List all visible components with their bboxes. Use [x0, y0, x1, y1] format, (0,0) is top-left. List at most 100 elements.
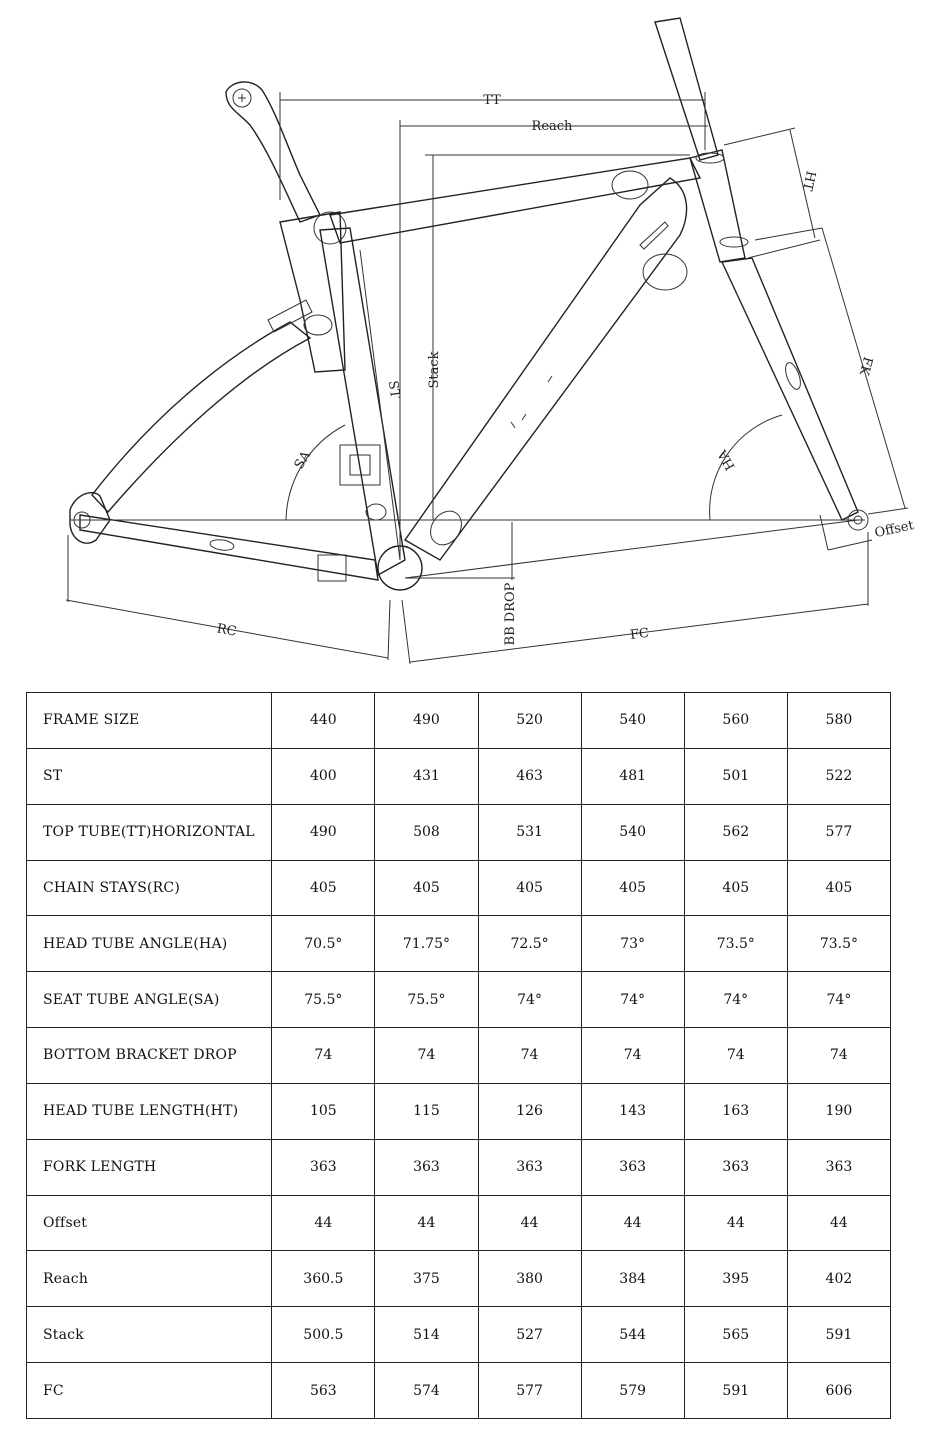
- table-cell: 44: [683, 1194, 788, 1252]
- table-cell: 560: [683, 692, 788, 749]
- table-cell: 74: [683, 1027, 788, 1084]
- chain-stay: [79, 514, 379, 581]
- table-cell: 74°: [580, 971, 685, 1029]
- table-cell: 143: [580, 1082, 685, 1140]
- fork: [720, 257, 859, 521]
- table-cell: 384: [580, 1250, 685, 1308]
- table-cell: 73°: [580, 915, 685, 973]
- table-cell: 514: [374, 1306, 479, 1364]
- table-cell: 490: [271, 803, 376, 861]
- table-cell: 481: [580, 747, 685, 805]
- table-cell: 44: [271, 1194, 376, 1252]
- stem: [654, 17, 719, 161]
- table-cell: 431: [374, 747, 479, 805]
- down-tube: [403, 177, 688, 561]
- table-cell: 463: [477, 747, 582, 805]
- label-ht: HT: [799, 169, 818, 192]
- table-cell: 75.5°: [271, 971, 376, 1029]
- label-bb-drop: BB DROP: [503, 582, 518, 645]
- table-cell: 74°: [786, 971, 892, 1029]
- table-cell: 508: [374, 803, 479, 861]
- table-cell: 591: [683, 1362, 788, 1419]
- label-st: ST: [385, 380, 402, 400]
- table-cell: 402: [786, 1250, 892, 1308]
- row-label: FC: [25, 1362, 273, 1419]
- row-label: BOTTOM BRACKET DROP: [25, 1027, 273, 1084]
- table-cell: 395: [683, 1250, 788, 1308]
- label-stack: Stack: [427, 351, 442, 388]
- seat-stay: [91, 321, 312, 514]
- table-cell: 375: [374, 1250, 479, 1308]
- table-cell: 105: [271, 1082, 376, 1140]
- table-cell: 591: [786, 1306, 892, 1364]
- table-cell: 579: [580, 1362, 685, 1419]
- table-cell: 490: [374, 692, 479, 749]
- table-cell: 363: [580, 1138, 685, 1196]
- table-cell: 44: [374, 1194, 479, 1252]
- head-tube: [689, 149, 746, 263]
- row-label: ST: [25, 747, 273, 805]
- row-label: SEAT TUBE ANGLE(SA): [25, 971, 273, 1029]
- rear-dropout: [69, 492, 111, 544]
- table-cell: 44: [580, 1194, 685, 1252]
- seatpost: [225, 81, 321, 223]
- table-cell: 540: [580, 692, 685, 749]
- seat-cluster: [279, 211, 346, 373]
- label-sa: SA: [292, 448, 314, 472]
- table-cell: 73.5°: [683, 915, 788, 973]
- table-cell: 522: [786, 747, 892, 805]
- table-cell: 73.5°: [786, 915, 892, 973]
- table-cell: 540: [580, 803, 685, 861]
- row-label: HEAD TUBE LENGTH(HT): [25, 1082, 273, 1140]
- table-cell: 74: [374, 1027, 479, 1084]
- table-cell: 363: [374, 1138, 479, 1196]
- table-cell: 126: [477, 1082, 582, 1140]
- table-cell: 606: [786, 1362, 892, 1419]
- table-cell: 115: [374, 1082, 479, 1140]
- table-cell: 577: [786, 803, 892, 861]
- label-tt: TT: [483, 93, 501, 108]
- table-cell: 163: [683, 1082, 788, 1140]
- table-cell: 363: [271, 1138, 376, 1196]
- table-cell: 500.5: [271, 1306, 376, 1364]
- table-cell: 380: [477, 1250, 582, 1308]
- row-label: CHAIN STAYS(RC): [25, 859, 273, 917]
- row-label: HEAD TUBE ANGLE(HA): [25, 915, 273, 973]
- row-label: FORK LENGTH: [25, 1138, 273, 1196]
- table-cell: 363: [786, 1138, 892, 1196]
- table-cell: 501: [683, 747, 788, 805]
- table-cell: 580: [786, 692, 892, 749]
- table-cell: 527: [477, 1306, 582, 1364]
- table-cell: 360.5: [271, 1250, 376, 1308]
- table-cell: 405: [374, 859, 479, 917]
- table-cell: 405: [786, 859, 892, 917]
- seat-tube: [319, 227, 406, 577]
- label-fc: FC: [629, 626, 650, 643]
- saddle-clamp: [232, 88, 252, 108]
- table-cell: 44: [786, 1194, 892, 1252]
- table-cell: 71.75°: [374, 915, 479, 973]
- table-cell: 190: [786, 1082, 892, 1140]
- table-cell: 74: [580, 1027, 685, 1084]
- row-label: TOP TUBE(TT)HORIZONTAL: [25, 803, 273, 861]
- table-cell: 563: [271, 1362, 376, 1419]
- table-cell: 74: [477, 1027, 582, 1084]
- table-row: SEAT TUBE ANGLE(SA)75.5°75.5°74°74°74°74…: [25, 971, 892, 1029]
- table-cell: 74°: [477, 971, 582, 1029]
- table-cell: 72.5°: [477, 915, 582, 973]
- label-fk: FK: [856, 355, 875, 377]
- table-cell: 75.5°: [374, 971, 479, 1029]
- table-cell: 363: [477, 1138, 582, 1196]
- row-label: Reach: [25, 1250, 273, 1308]
- table-cell: 405: [580, 859, 685, 917]
- table-cell: 400: [271, 747, 376, 805]
- table-cell: 565: [683, 1306, 788, 1364]
